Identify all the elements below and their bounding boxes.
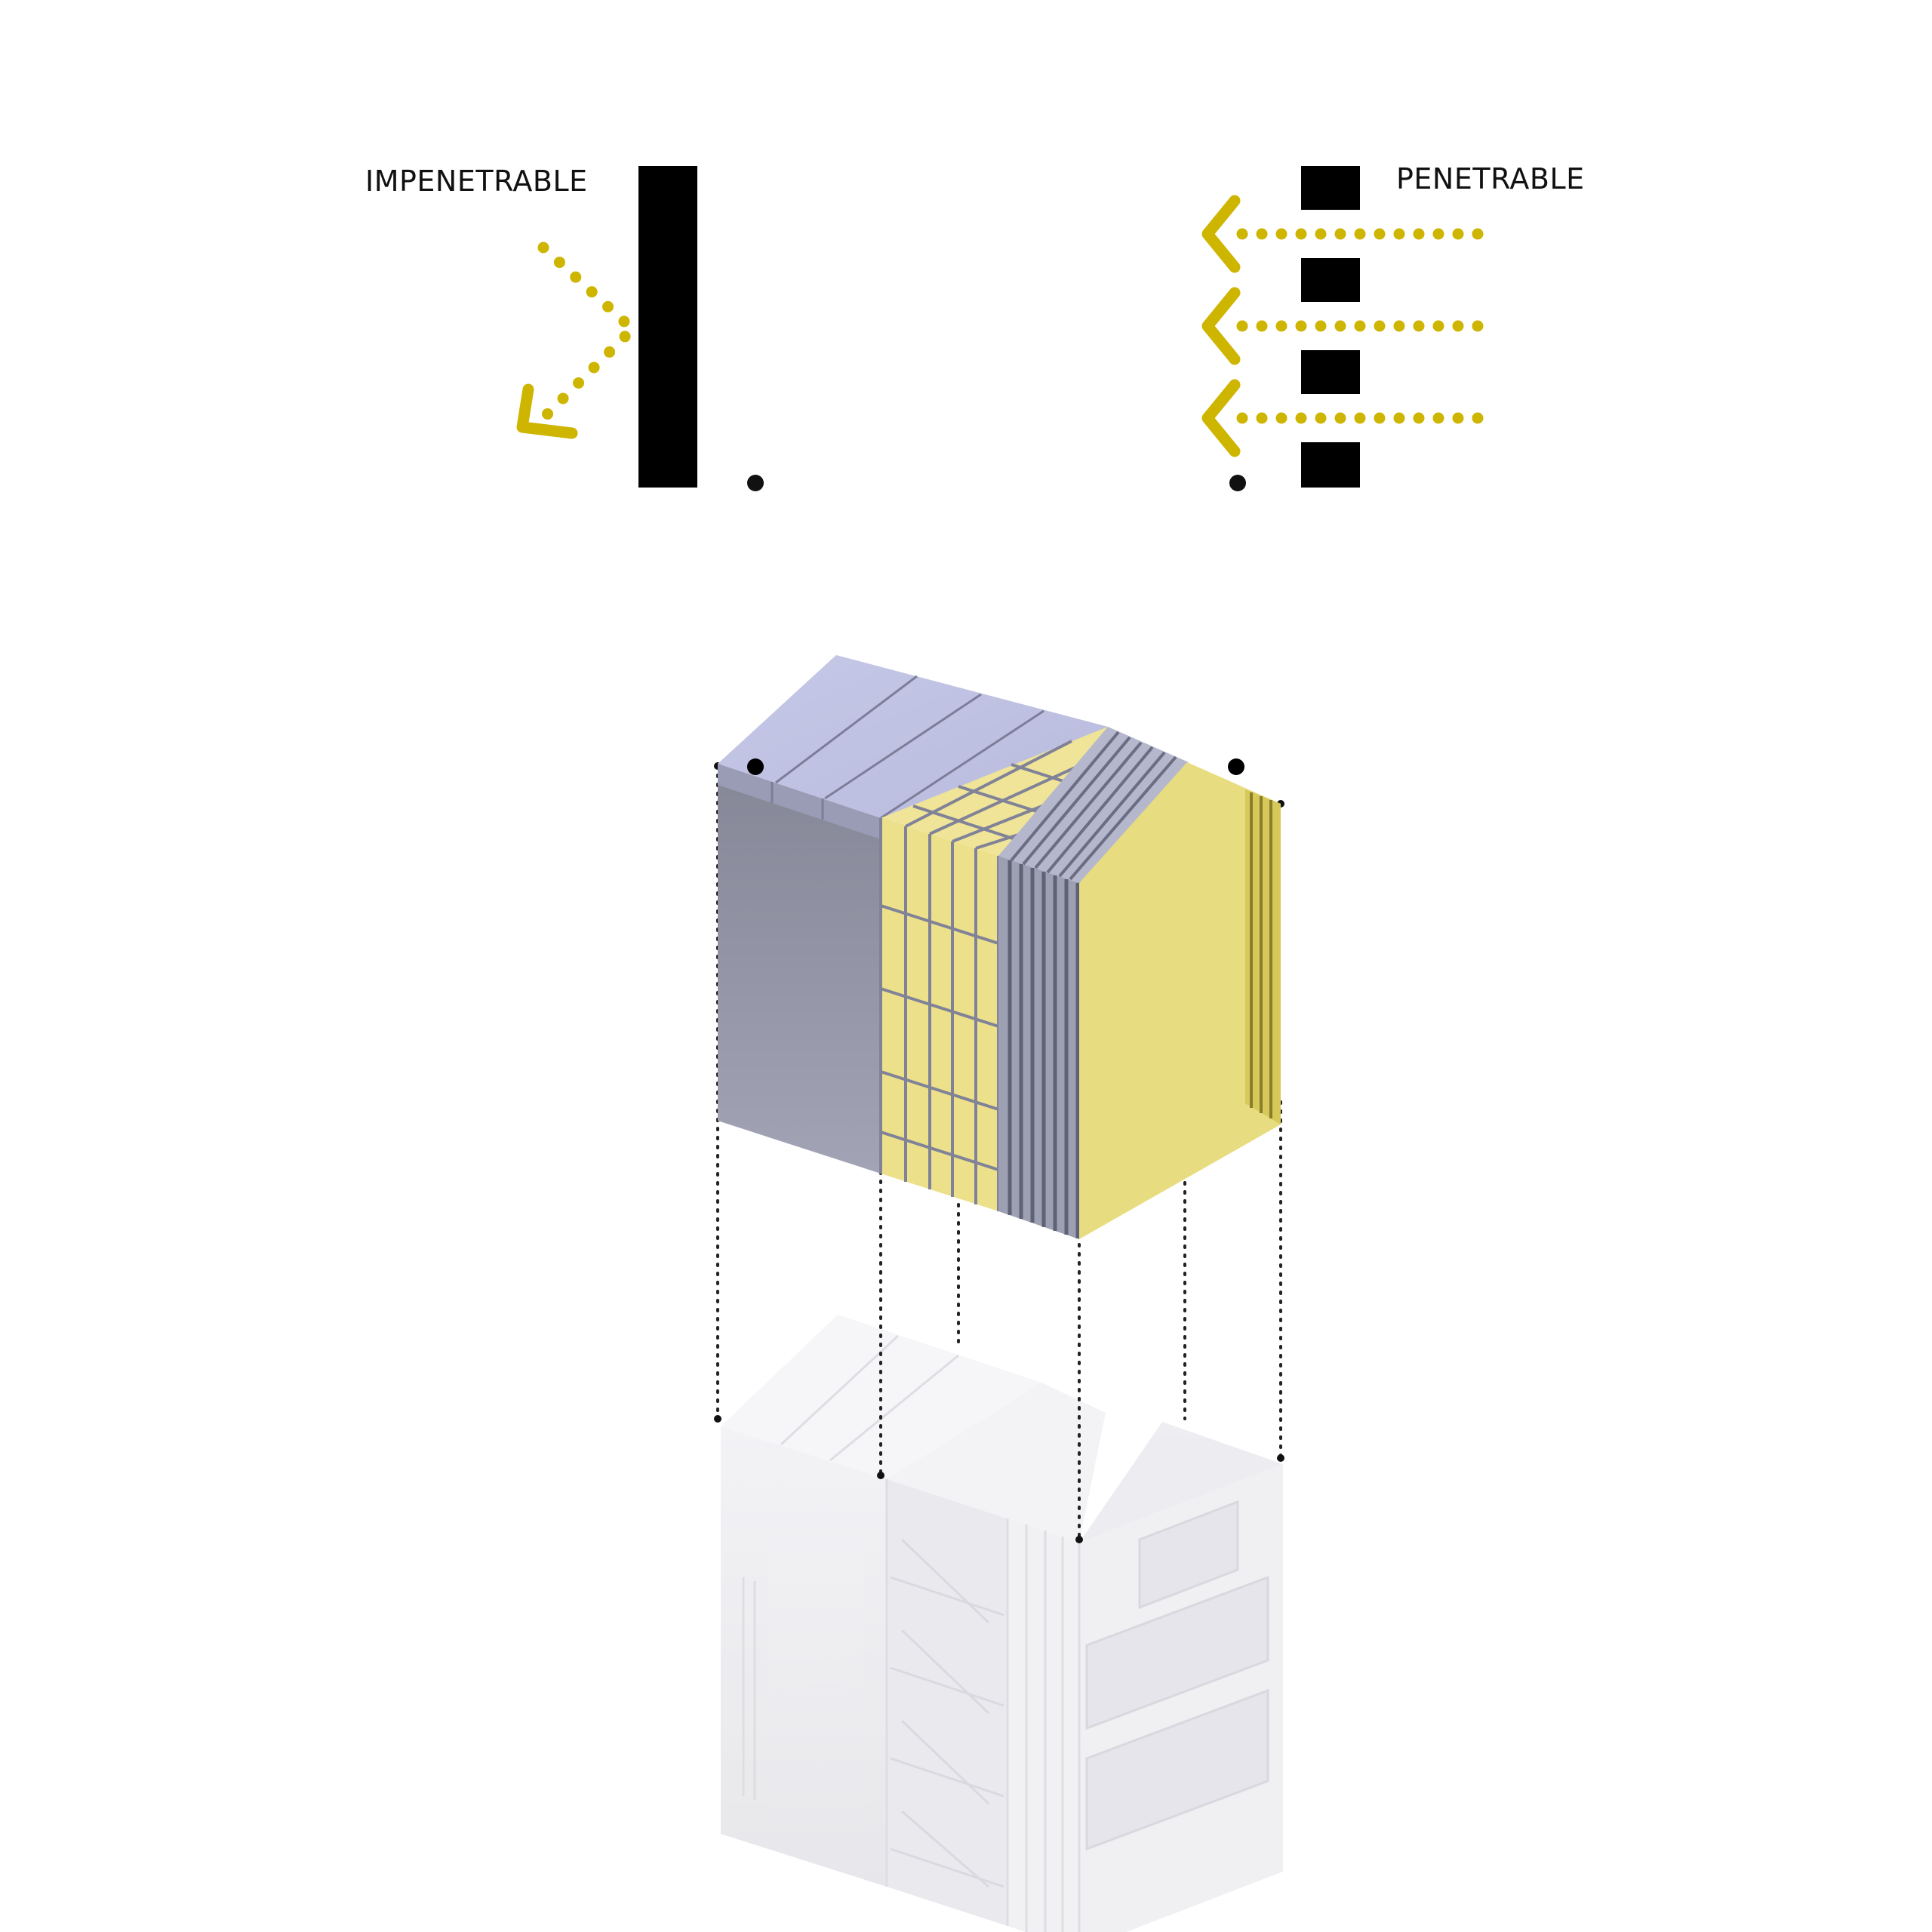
arrow-left-icon <box>1201 379 1241 457</box>
reflected-ray <box>516 242 641 439</box>
impenetrable-wall <box>638 166 697 488</box>
side-plates <box>1245 789 1281 1124</box>
front-translucent-panel <box>1079 762 1281 1239</box>
section-point-left <box>747 758 764 775</box>
penetrable-point <box>1229 475 1246 491</box>
solid-roof-panel <box>718 655 1108 818</box>
solid-wall-panel <box>718 764 881 1174</box>
penetrable-label: PENETRABLE <box>1396 162 1585 195</box>
ghost-building <box>721 1315 1283 1932</box>
reflected-arrow-icon <box>516 383 578 439</box>
fin-screen <box>998 727 1189 1239</box>
impenetrable-point <box>747 475 764 491</box>
envelope-model <box>718 655 1281 1239</box>
impenetrable-label: IMPENETRABLE <box>365 165 588 198</box>
arrow-left-icon <box>1201 195 1241 273</box>
section-point-right <box>1228 758 1244 775</box>
penetrable-screen <box>1301 166 1360 488</box>
passing-rays <box>1201 195 1484 457</box>
penetrable-legend: PENETRABLE <box>1201 162 1585 491</box>
arrow-left-icon <box>1201 287 1241 365</box>
impenetrable-legend: IMPENETRABLE <box>365 165 764 491</box>
